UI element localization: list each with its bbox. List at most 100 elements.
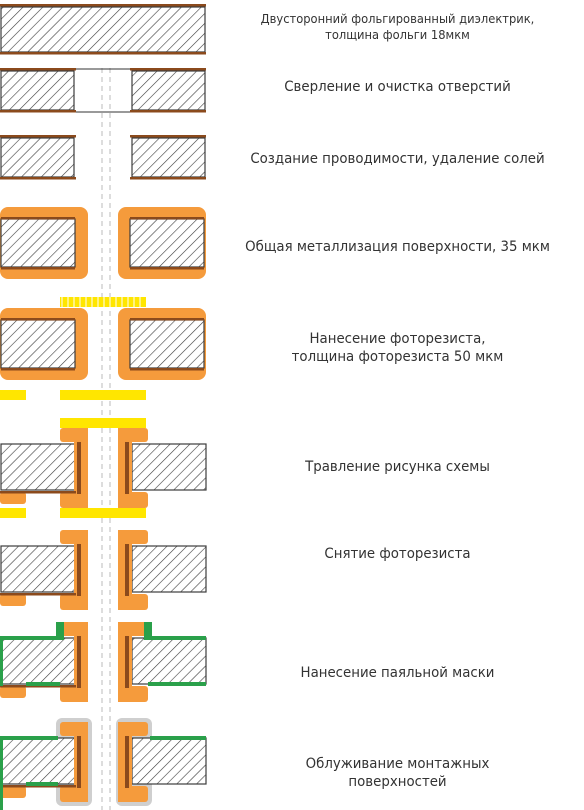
copper-right-barrel	[125, 544, 129, 596]
pad-bottom-left	[0, 686, 26, 698]
step-drawing-7	[0, 530, 207, 610]
mask-left-top	[0, 736, 58, 740]
copper-foil-left-bottom	[0, 177, 76, 180]
photoresist-top	[60, 418, 146, 428]
copper-left-bottom	[0, 685, 76, 688]
dielectric-right	[131, 545, 207, 593]
copper-left-bottom	[0, 491, 76, 494]
step-label-5-line-1: Нанесение фоторезиста,	[309, 331, 486, 347]
step-label-1-line-1: Двусторонний фольгированный диэлектрик,	[260, 11, 535, 26]
copper-right-bottom	[130, 267, 204, 270]
copper-foil-left-top	[0, 68, 76, 71]
via-plating-right-bottom	[118, 492, 148, 508]
process-step-drawings	[0, 4, 207, 810]
via-plating-left-bottom	[60, 686, 88, 702]
copper-right-top	[130, 217, 204, 220]
dielectric-left	[0, 137, 75, 178]
photoresist-bottom-left	[0, 508, 26, 518]
step-drawing-2	[0, 68, 206, 113]
mask-left-side	[0, 636, 3, 686]
step-label-4-line-1: Общая металлизация поверхности, 35 мкм	[245, 239, 550, 255]
photoresist-bottom-middle	[60, 390, 146, 400]
copper-foil-right-bottom	[130, 177, 206, 180]
step-label-9-line-2: поверхностей	[348, 774, 447, 791]
pad-bottom-left	[0, 492, 26, 504]
step-label-7: Снятие фоторезиста	[239, 545, 556, 563]
mask-bottom-left	[26, 782, 58, 786]
step-label-6: Травление рисунка схемы	[239, 458, 556, 476]
dielectric-left	[0, 70, 75, 111]
step-label-8: Нанесение паяльной маски	[239, 664, 556, 682]
step-label-5-line-2: толщина фоторезиста 50 мкм	[291, 349, 504, 366]
step-drawing-3	[0, 135, 206, 180]
dielectric-right	[131, 443, 207, 491]
via-centerlines	[101, 68, 111, 810]
photoresist-bottom-middle	[60, 508, 146, 518]
dielectric-right	[129, 319, 205, 369]
via-plating-left-bottom	[60, 492, 88, 508]
dielectric-right	[131, 637, 207, 685]
copper-left-barrel	[77, 442, 81, 494]
pad-bottom-left	[0, 786, 26, 798]
copper-left-bottom	[1, 267, 75, 270]
step-drawing-4	[0, 207, 206, 279]
copper-right-barrel	[125, 736, 129, 788]
dielectric-left	[0, 545, 76, 593]
copper-foil-right-top	[130, 68, 206, 71]
step-label-9: Облуживание монтажных поверхностей	[239, 755, 556, 791]
mask-left-top	[0, 636, 60, 640]
copper-right-top	[130, 318, 204, 321]
dielectric-left	[0, 637, 76, 685]
via-plating-right-bottom	[118, 594, 148, 610]
step-label-3-line-1: Создание проводимости, удаление солей	[250, 151, 545, 167]
via-plating-left-bottom	[60, 786, 88, 802]
via-plating-right-bottom	[118, 686, 148, 702]
step-label-2: Сверление и очистка отверстий	[239, 78, 556, 96]
dielectric-right	[131, 70, 206, 111]
copper-left-barrel	[77, 636, 81, 688]
dielectric-left	[0, 218, 76, 268]
copper-foil-left-bottom	[0, 110, 76, 113]
dielectric-left	[0, 443, 76, 491]
step-label-2-line-1: Сверление и очистка отверстий	[284, 79, 511, 95]
copper-right-bottom	[130, 368, 204, 371]
copper-foil-right-top	[130, 135, 206, 138]
step-drawing-8	[0, 622, 207, 702]
step-drawing-9	[0, 718, 207, 810]
mask-left-edge	[56, 622, 64, 640]
mask-left-side	[0, 736, 3, 810]
step-label-3: Создание проводимости, удаление солей	[239, 150, 556, 168]
dielectric-right	[131, 737, 207, 785]
copper-foil-top	[0, 4, 206, 7]
step-label-5: Нанесение фоторезиста, толщина фоторезис…	[239, 330, 556, 366]
photoresist-bottom-left	[0, 390, 26, 400]
dielectric-left	[0, 737, 76, 785]
step-drawing-5	[0, 297, 206, 400]
photoresist-top	[60, 297, 146, 307]
copper-foil-right-bottom	[130, 110, 206, 113]
step-label-6-line-1: Травление рисунка схемы	[305, 459, 490, 475]
dielectric-layer	[0, 6, 206, 53]
copper-left-top	[1, 318, 75, 321]
copper-left-bottom	[0, 593, 76, 596]
step-label-9-line-1: Облуживание монтажных	[305, 756, 490, 772]
mask-right-top	[148, 636, 206, 640]
dielectric-right	[129, 218, 205, 268]
copper-right-barrel	[125, 442, 129, 494]
mask-right-edge	[144, 622, 152, 640]
copper-left-barrel	[77, 544, 81, 596]
via-plating-left-bottom	[60, 594, 88, 610]
copper-foil-bottom	[0, 52, 206, 55]
copper-left-top	[1, 217, 75, 220]
step-drawing-1	[0, 4, 206, 55]
step-drawing-6	[0, 418, 207, 518]
step-label-1: Двусторонний фольгированный диэлектрик, …	[239, 11, 556, 42]
via-plating-right-bottom	[118, 786, 148, 802]
pad-bottom-left	[0, 594, 26, 606]
step-label-7-line-1: Снятие фоторезиста	[324, 546, 471, 562]
dielectric-right	[131, 137, 206, 178]
copper-left-bottom	[0, 785, 76, 788]
step-label-4: Общая металлизация поверхности, 35 мкм	[239, 238, 556, 256]
dielectric-left	[0, 319, 76, 369]
